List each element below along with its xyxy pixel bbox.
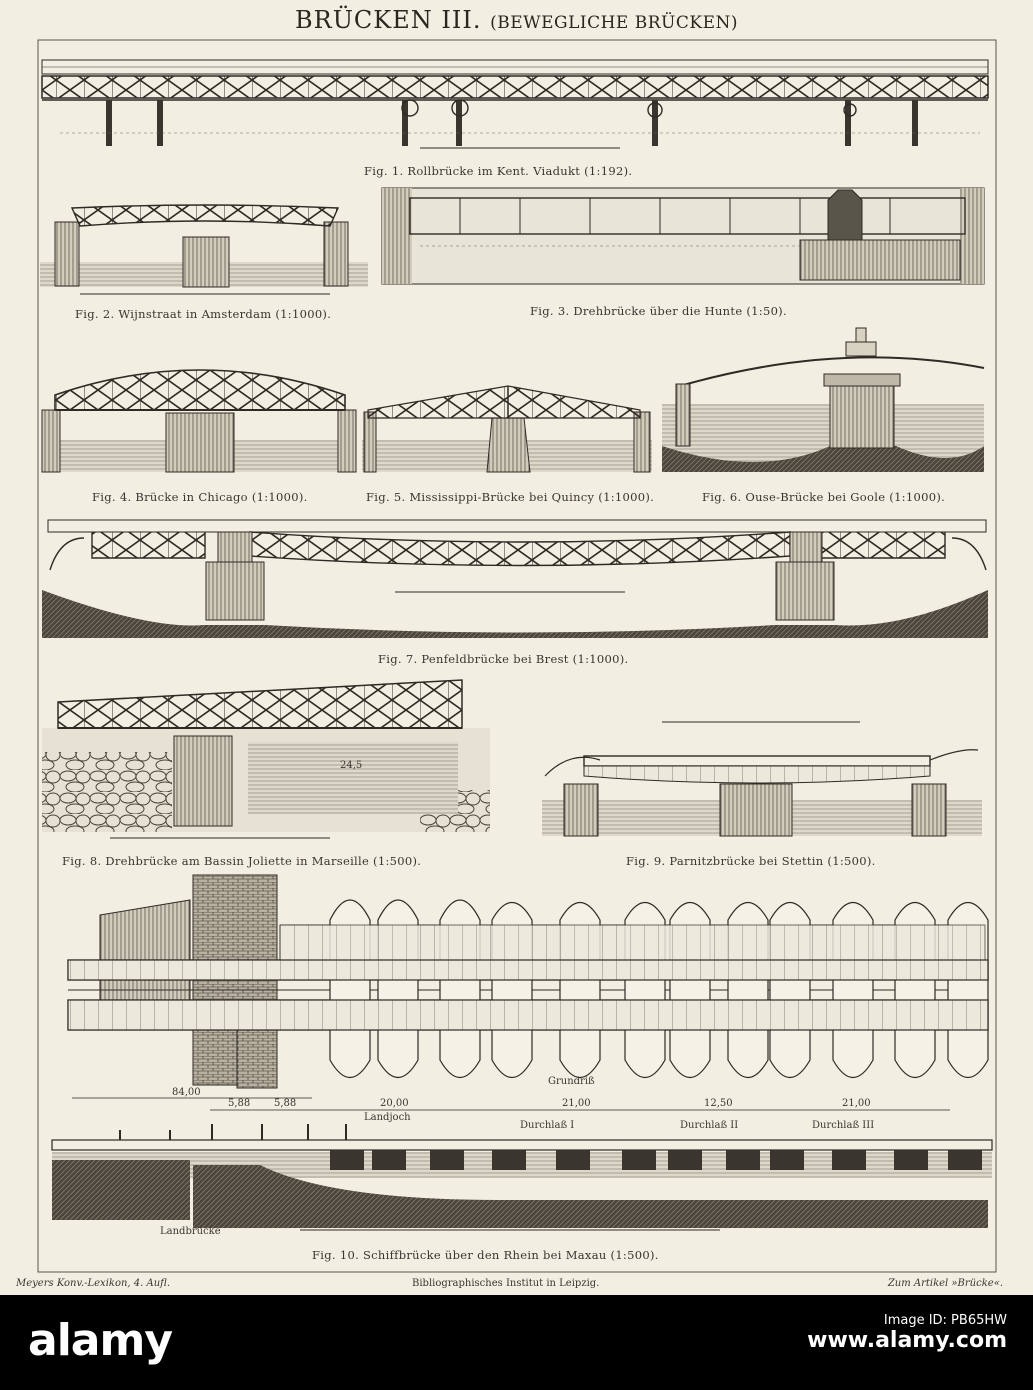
label-durchlass-1: Durchlaß I — [520, 1120, 575, 1131]
caption-fig8: Fig. 8. Drehbrücke am Bassin Joliette in… — [62, 854, 422, 868]
caption-fig3: Fig. 3. Drehbrücke über die Hunte (1:50)… — [530, 304, 787, 318]
caption-fig4: Fig. 4. Brücke in Chicago (1:1000). — [92, 490, 308, 504]
fig6-drawing — [662, 327, 985, 472]
footer-left: Meyers Konv.-Lexikon, 4. Aufl. — [16, 1278, 171, 1289]
bridge-drawings — [37, 39, 997, 1273]
watermark-brand: alamy — [28, 1315, 173, 1366]
watermark-id-line1: Image ID: PB65HW — [883, 1313, 1007, 1328]
caption-fig5: Fig. 5. Mississippi-Brücke bei Quincy (1… — [366, 490, 655, 504]
footer-center: Bibliographisches Institut in Leipzig. — [412, 1278, 600, 1289]
dim-21-a: 21,00 — [562, 1098, 591, 1109]
plate-title-sub: (BEWEGLICHE BRÜCKEN) — [490, 13, 738, 33]
footer-right: Zum Artikel »Brücke«. — [887, 1278, 1003, 1289]
plate-title-main: BRÜCKEN III. — [295, 6, 482, 34]
caption-fig1: Fig. 1. Rollbrücke im Kent. Viadukt (1:1… — [364, 164, 633, 178]
label-landbruecke: Landbrücke — [160, 1226, 221, 1237]
dim-20: 20,00 — [380, 1098, 409, 1109]
dim-12-5: 12,50 — [704, 1098, 733, 1109]
caption-fig10: Fig. 10. Schiffbrücke über den Rhein bei… — [312, 1248, 659, 1262]
caption-fig9: Fig. 9. Parnitzbrücke bei Stettin (1:500… — [626, 854, 876, 868]
fig1-drawing — [41, 59, 989, 149]
fig9-drawing — [542, 721, 982, 837]
fig7-drawing — [42, 519, 988, 638]
watermark-banner: alamy Image ID: PB65HW www.alamy.com — [0, 1295, 1033, 1390]
fig10-elevation-drawing — [51, 1097, 993, 1231]
label-durchlass-2: Durchlaß II — [680, 1120, 739, 1131]
watermark-image-id: Image ID: PB65HW www.alamy.com — [807, 1313, 1007, 1353]
fig8-drawing — [42, 679, 490, 839]
fig10-plan-drawing — [67, 874, 989, 1089]
plate-title: BRÜCKEN III. (BEWEGLICHE BRÜCKEN) — [0, 6, 1033, 34]
caption-fig2: Fig. 2. Wijnstraat in Amsterdam (1:1000)… — [75, 307, 332, 321]
dim-24-5: 24,5 — [340, 760, 363, 771]
dim-84: 84,00 — [172, 1087, 201, 1098]
watermark-id-line2: www.alamy.com — [807, 1328, 1007, 1353]
label-landjoch: Landjoch — [364, 1112, 411, 1123]
dim-5-88-b: 5,88 — [274, 1098, 297, 1109]
fig2-drawing — [40, 204, 368, 295]
dim-21-b: 21,00 — [842, 1098, 871, 1109]
label-durchlass-3: Durchlaß III — [812, 1120, 875, 1131]
fig3-drawing — [381, 187, 985, 285]
label-grundriss: Grundriß — [548, 1076, 595, 1087]
caption-fig6: Fig. 6. Ouse-Brücke bei Goole (1:1000). — [702, 490, 946, 504]
fig5-drawing — [362, 385, 652, 473]
caption-fig7: Fig. 7. Penfeldbrücke bei Brest (1:1000)… — [378, 652, 629, 666]
dim-5-88-a: 5,88 — [228, 1098, 251, 1109]
engraving-plate: BRÜCKEN III. (BEWEGLICHE BRÜCKEN) Fig. 1… — [0, 0, 1033, 1295]
fig4-drawing — [41, 369, 357, 473]
